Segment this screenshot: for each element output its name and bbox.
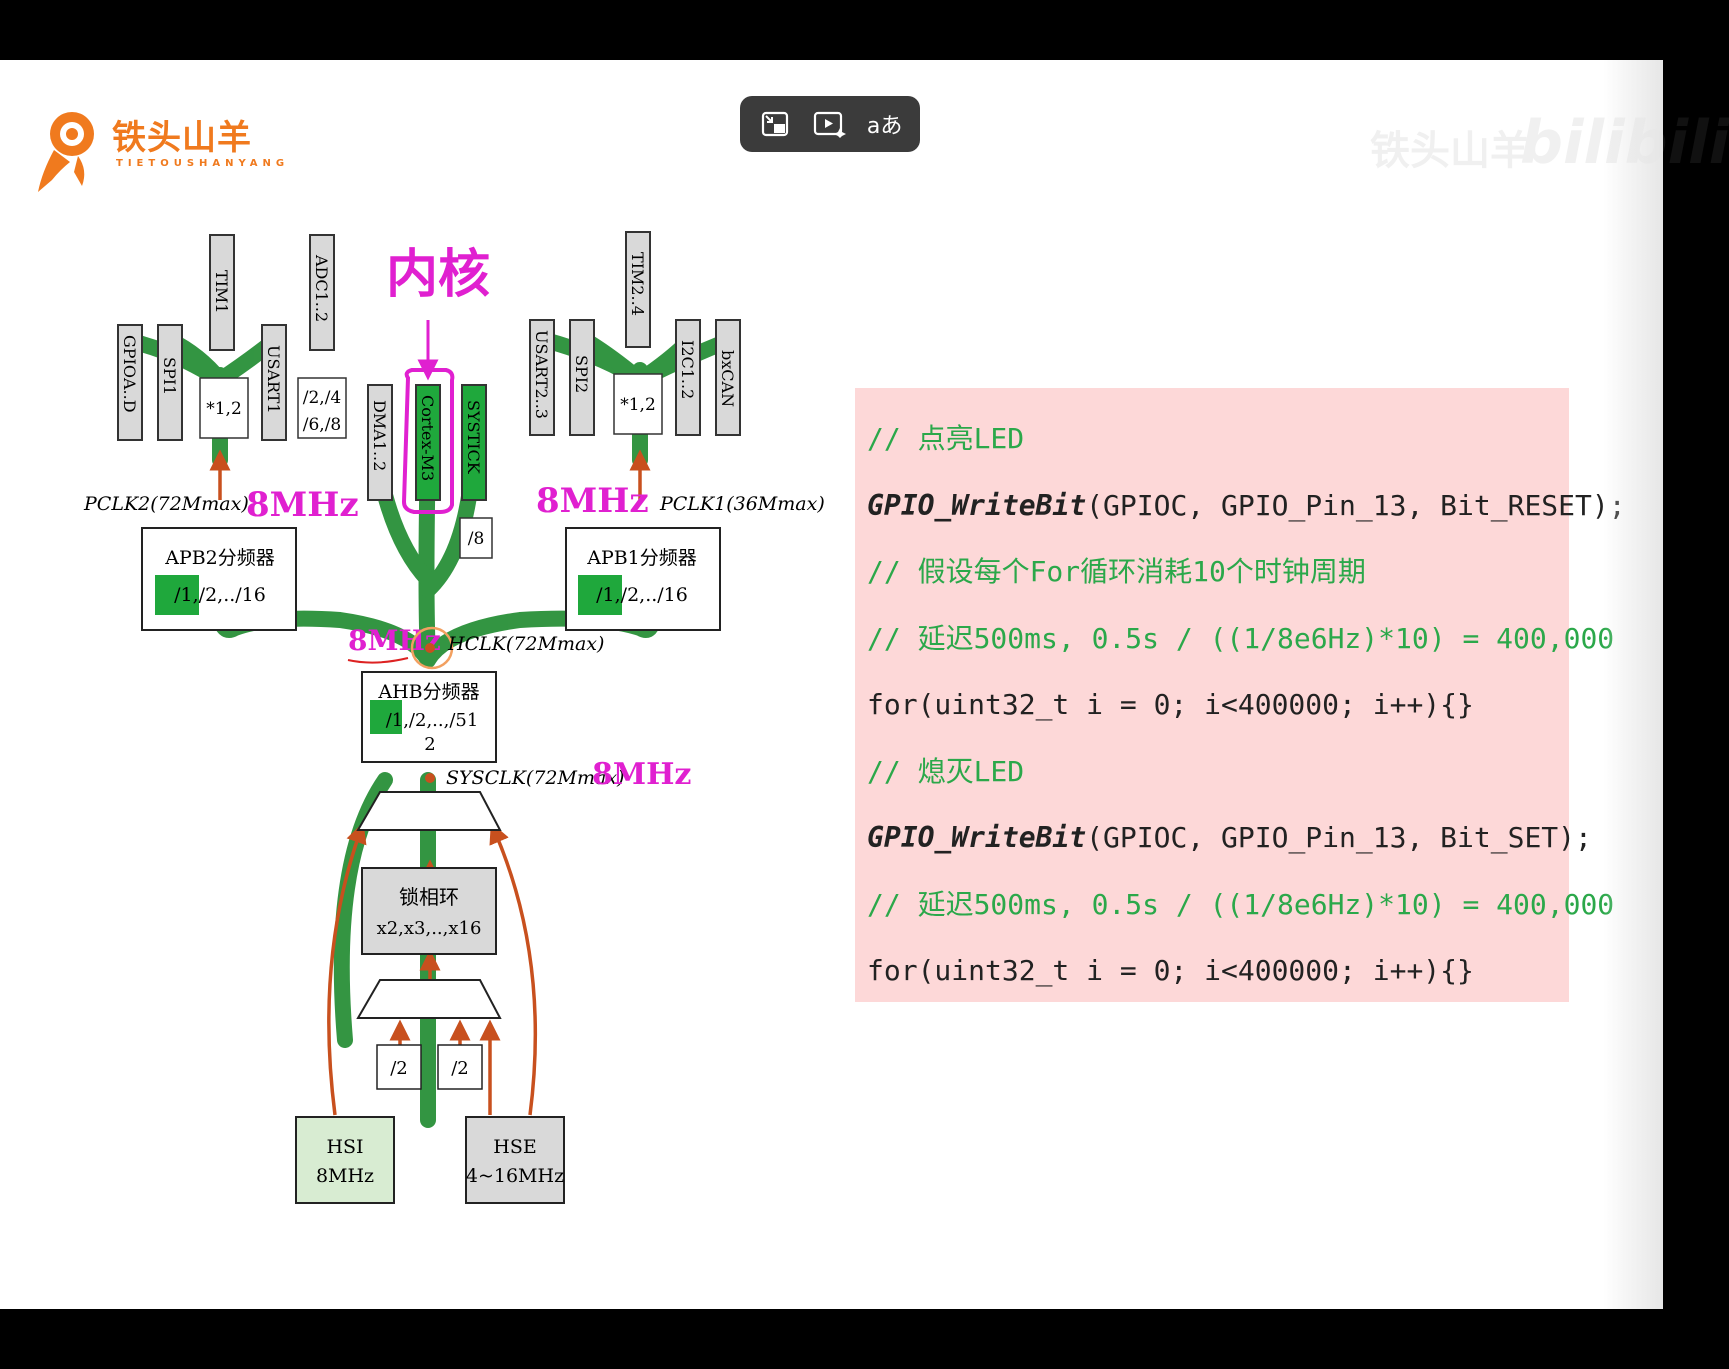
ahb-divs-b: 2: [424, 734, 435, 755]
bxcan-label: bxCAN: [718, 350, 737, 407]
code-line: // 点亮LED: [867, 422, 1025, 455]
systick-div-label: /8: [468, 529, 485, 549]
apb2-peripherals: GPIOA..D SPI1 TIM1 USART1 ADC1..2 *1,2 /…: [117, 234, 347, 441]
sysclk-label: SYSCLK(72Mmax): [446, 767, 624, 789]
hclk-label: HCLK(72Mmax): [447, 633, 604, 655]
pll-box: 锁相环 x2,x3,..,x16: [361, 867, 497, 955]
pll-mul: x2,x3,..,x16: [377, 918, 482, 939]
hsi-name: HSI: [326, 1136, 363, 1158]
logo: 铁头山羊 TIETOUSHANYANG: [34, 100, 284, 200]
cortex-label: Cortex-M3: [418, 395, 437, 481]
code-line: // 熄灭LED: [867, 754, 1025, 788]
apb2-divs: /1,/2,../16: [174, 584, 266, 606]
usart23-label: USART2..3: [532, 330, 551, 419]
code-line: GPIO_WriteBit(GPIOC, GPIO_Pin_13, Bit_SE…: [867, 805, 1592, 872]
floating-toolbar: aあ: [740, 96, 920, 152]
hclk-node: [425, 643, 435, 653]
mul12-left-label: *1,2: [206, 399, 242, 419]
video-frame: 铁头山羊 TIETOUSHANYANG aあ 铁头山羊 bilibili: [0, 60, 1729, 1309]
hse-box: HSE 4~16MHz: [465, 1116, 565, 1204]
annotation-core: 内核: [386, 244, 490, 305]
apb1-title: APB1分频器: [586, 547, 697, 569]
exit-fullscreen-button[interactable]: [752, 104, 798, 144]
tim1-label: TIM1: [212, 270, 231, 314]
apb1-peripherals: USART2..3 SPI2 TIM2..4 I2C1..2 bxCAN *1,…: [529, 231, 741, 436]
apb2-divider: APB2分频器 /1,/2,../16: [141, 527, 297, 631]
core-group: DMA1..2 Cortex-M3 SYSTICK /8: [367, 368, 493, 559]
play-magic-icon: [813, 111, 846, 138]
code-line: // 延迟500ms, 0.5s / ((1/8e6Hz)*10) = 400,…: [867, 887, 1615, 921]
hsi-freq: 8MHz: [316, 1165, 374, 1187]
apb1-divider: APB1分频器 /1,/2,../16: [565, 527, 721, 631]
code-line: // 延迟500ms, 0.5s / ((1/8e6Hz)*10) = 400,…: [867, 621, 1615, 655]
code-arguments: (GPIOC, GPIO_Pin_13, Bit_RESET);: [1086, 488, 1626, 522]
ahb-title: AHB分频器: [377, 681, 479, 703]
translate-icon: aあ: [866, 114, 903, 139]
dma-label: DMA1..2: [370, 400, 389, 471]
div2-b-label: /2: [451, 1058, 469, 1079]
apb2-title: APB2分频器: [164, 547, 275, 569]
hse-freq: 4~16MHz: [466, 1165, 564, 1187]
code-line: // 假设每个For循环消耗10个时钟周期: [867, 555, 1366, 588]
right-edge-fade: [1603, 60, 1663, 1309]
gpio-label: GPIOA..D: [120, 335, 139, 413]
spi2-label: SPI2: [572, 355, 591, 393]
code-line: for(uint32_t i = 0; i<400000; i++){}: [867, 954, 1474, 987]
code-function-name: GPIO_WriteBit: [867, 821, 1087, 854]
annotation-pclk2: 8MHz: [246, 485, 359, 525]
adc-label: ADC1..2: [312, 254, 331, 322]
core-highlight: [401, 368, 455, 514]
ahb-divider: AHB分频器 /1,/2,..,/51 2: [361, 671, 497, 763]
pclk1-label: PCLK1(36Mmax): [659, 493, 825, 515]
annotation-sysclk: 8MHz: [592, 757, 691, 792]
mul12-right-label: *1,2: [620, 395, 656, 415]
pll-title: 锁相环: [399, 885, 459, 909]
usart1-label: USART1: [264, 345, 283, 414]
logo-name: 铁头山羊: [112, 118, 252, 158]
hsi-box: HSI 8MHz: [295, 1116, 395, 1204]
clock-tree-diagram: GPIOA..D SPI1 TIM1 USART1 ADC1..2 *1,2 /…: [83, 231, 825, 1204]
tim24-label: TIM2..4: [628, 252, 647, 316]
hse-name: HSE: [493, 1136, 536, 1158]
apb1-divs: /1,/2,../16: [596, 584, 688, 606]
i2c-label: I2C1..2: [678, 340, 697, 399]
sysclk-mux: [356, 791, 502, 831]
code-function-name: GPIO_WriteBit: [867, 488, 1087, 522]
hclk-circle: [410, 626, 454, 670]
pll-source-mux: [356, 979, 502, 1019]
adc-div-b-label: /6,/8: [303, 415, 342, 435]
adc-div-a-label: /2,/4: [303, 388, 342, 408]
code-arguments: (GPIOC, GPIO_Pin_13, Bit_SET);: [1086, 821, 1592, 854]
systick-label: SYSTICK: [464, 400, 483, 475]
exit-fullscreen-icon: [762, 111, 789, 137]
play-magic-button[interactable]: [807, 104, 853, 144]
annotation-pclk1: 8MHz: [536, 481, 649, 521]
watermark-text: 铁头山羊: [1370, 128, 1530, 174]
div2-a-label: /2: [390, 1058, 408, 1079]
code-line: for(uint32_t i = 0; i<400000; i++){}: [867, 688, 1474, 721]
translate-button[interactable]: aあ: [862, 104, 908, 144]
spi1-label: SPI1: [160, 357, 179, 395]
sysclk-node: [425, 773, 435, 783]
pclk2-label: PCLK2(72Mmax): [83, 493, 249, 515]
ahb-divs-a: /1,/2,..,/51: [386, 710, 479, 731]
goat-logo-icon: [38, 112, 94, 192]
logo-subtitle: TIETOUSHANYANG: [116, 158, 290, 169]
hclk-underline: [347, 657, 409, 664]
code-line: GPIO_WriteBit(GPIOC, GPIO_Pin_13, Bit_RE…: [867, 473, 1626, 540]
